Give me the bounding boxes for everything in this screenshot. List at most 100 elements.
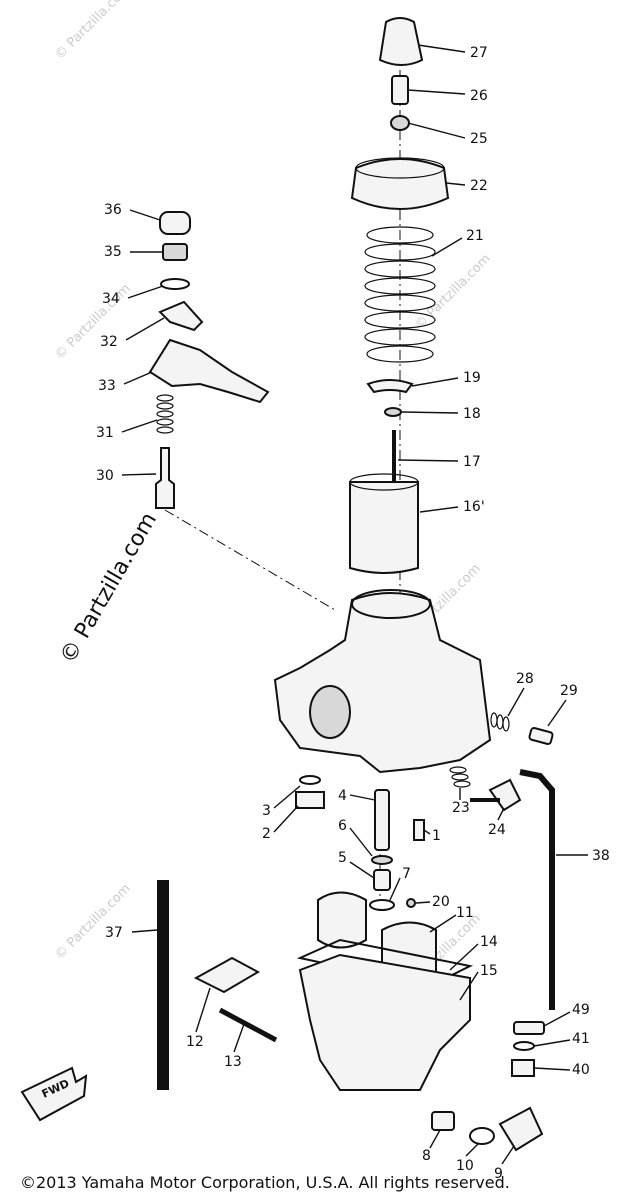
leader-12 [195, 987, 211, 1033]
part-36-choke-cap [159, 211, 191, 235]
callout-12: 12 [186, 1034, 204, 1050]
callout-1: 1 [432, 828, 441, 844]
leader-30 [121, 473, 157, 476]
part-26-adjust-screw [391, 75, 409, 105]
faint-watermark-top: © Partzilla.com [52, 0, 134, 63]
leader-49 [543, 1011, 571, 1027]
callout-16: 16' [463, 499, 485, 515]
callout-41: 41 [572, 1031, 590, 1047]
fwd-arrow [20, 1066, 88, 1122]
part-31-choke-spring [156, 394, 174, 434]
callout-35: 35 [104, 244, 122, 260]
leader-19 [411, 377, 459, 387]
part-5-valve-seat [373, 869, 391, 891]
leader-40 [533, 1067, 571, 1071]
leader-9 [501, 1145, 515, 1165]
faint-watermarks: © Partzilla.com © Partzilla.com © Partzi… [52, 0, 494, 993]
part-2-main-jet-nut [295, 791, 325, 809]
leader-25 [407, 122, 466, 139]
callout-40: 40 [572, 1062, 590, 1078]
part-25-nut [390, 115, 410, 131]
leader-33 [123, 371, 153, 385]
callout-8: 8 [422, 1148, 431, 1164]
part-7-o-ring [369, 899, 395, 911]
part-41-washer [513, 1041, 535, 1051]
leader-36 [129, 209, 161, 221]
part-38-overflow-pipe [519, 769, 555, 1010]
part-27-cap [378, 17, 424, 66]
leader-41 [533, 1039, 571, 1047]
leader-5 [349, 861, 375, 879]
callout-31: 31 [96, 425, 114, 441]
leader-22 [445, 182, 466, 186]
callout-17: 17 [463, 454, 481, 470]
part-33-choke-lever [148, 338, 270, 404]
part-9-plug [498, 1106, 544, 1152]
leader-2 [273, 805, 299, 833]
faint-watermark-bottom: © Partzilla.com [52, 881, 134, 963]
part-6-washer [371, 855, 393, 865]
callout-23: 23 [452, 800, 470, 816]
part-49-bracket [513, 1021, 545, 1035]
callout-24: 24 [488, 822, 506, 838]
main-watermark: © Partzilla.com [56, 508, 163, 668]
callout-19: 19 [463, 370, 481, 386]
part-30-starter-plunger [155, 447, 175, 509]
leader-27 [417, 44, 466, 53]
part-40-screw [511, 1059, 535, 1077]
carburetor-body [273, 592, 492, 774]
copyright-notice: ©2013 Yamaha Motor Corporation, U.S.A. A… [20, 1173, 510, 1192]
callout-25: 25 [470, 131, 488, 147]
callout-14: 14 [480, 934, 498, 950]
leader-32 [125, 317, 165, 341]
part-23-spring [449, 766, 471, 788]
part-20-needle-valve [406, 898, 416, 908]
leader-14 [449, 943, 479, 971]
leader-34 [127, 285, 164, 299]
callout-2: 2 [262, 826, 271, 842]
part-18-clip [384, 407, 402, 417]
callout-11: 11 [456, 905, 474, 921]
part-19-plate [366, 379, 414, 394]
part-11-float-left [317, 891, 367, 949]
leader-17 [397, 459, 459, 462]
leader-13 [233, 1023, 245, 1053]
leader-20 [415, 901, 431, 904]
callout-18: 18 [463, 406, 481, 422]
leader-18 [401, 411, 459, 414]
leader-29 [547, 699, 567, 727]
callout-21: 21 [466, 228, 484, 244]
callout-33: 33 [98, 378, 116, 394]
leader-24 [497, 807, 505, 821]
part-22-mixing-chamber-top [350, 158, 450, 210]
leader-15 [459, 971, 479, 1001]
callout-4: 4 [338, 788, 347, 804]
callout-20: 20 [432, 894, 450, 910]
leader-6 [349, 827, 373, 857]
callout-22: 22 [470, 178, 488, 194]
leader-26 [407, 89, 466, 95]
callout-36: 36 [104, 202, 122, 218]
leader-28 [507, 687, 525, 717]
carburetor-body-top-rim [351, 589, 431, 619]
callout-26: 26 [470, 88, 488, 104]
callout-15: 15 [480, 963, 498, 979]
part-13-pin [218, 1007, 278, 1043]
callout-37: 37 [105, 925, 123, 941]
leader-1 [423, 829, 431, 835]
callout-3: 3 [262, 803, 271, 819]
leader-4 [349, 794, 376, 801]
part-15-float-bowl [298, 953, 471, 1091]
part-34-washer [160, 278, 190, 290]
part-1-main-jet [413, 819, 425, 841]
part-8-drain-screw [431, 1111, 455, 1131]
callout-5: 5 [338, 850, 347, 866]
callout-27: 27 [470, 45, 488, 61]
callout-49: 49 [572, 1002, 590, 1018]
callout-28: 28 [516, 671, 534, 687]
choke-axis-line [164, 509, 336, 611]
leader-31 [121, 419, 158, 433]
callout-9: 9 [494, 1166, 503, 1182]
callout-13: 13 [224, 1054, 242, 1070]
